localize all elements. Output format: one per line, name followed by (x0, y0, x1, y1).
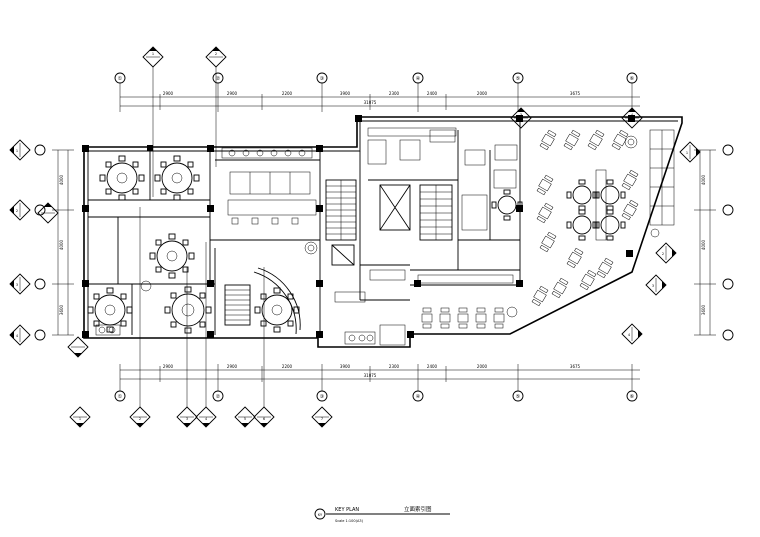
bottom-elev-6: 6 (263, 417, 265, 421)
bottom-overall-dim: 31075 (364, 373, 377, 378)
right-elev-3: 3 (652, 284, 654, 288)
bottom-elev-7: 7 (321, 417, 323, 421)
left-dim-2: 4000 (59, 239, 64, 250)
left-dimension-line (52, 149, 74, 336)
top-dim-2: 2900 (227, 91, 238, 96)
left-elev-2: 2 (16, 209, 18, 213)
right-dim-2: 4000 (701, 239, 706, 250)
top-axis-3: ③ (320, 76, 324, 82)
right-dim-3: 3600 (701, 304, 706, 315)
bottom-dim-5: 2300 (389, 364, 400, 369)
title-key-plan: KEY PLAN (335, 507, 359, 513)
bottom-axis-6: ⑥ (630, 394, 635, 400)
left-dim-3: 3600 (59, 304, 64, 315)
bottom-dim-2: 2900 (227, 364, 238, 369)
title-chinese: 立面索引图 (404, 505, 432, 513)
title-scale: Scale 1:100(A3) (335, 519, 364, 523)
bottom-dim-6: 2400 (427, 364, 438, 369)
top-axis-2: ② (216, 76, 221, 82)
bottom-elev-2: 2 (139, 417, 141, 421)
top-axis-4: ④ (416, 76, 421, 82)
top-dim-3: 2200 (282, 91, 293, 96)
top-dim-4: 3900 (340, 91, 351, 96)
bottom-elev-5: 5 (244, 417, 246, 421)
bottom-elevation-markers (67, 207, 333, 428)
left-elev-4: 4 (16, 334, 19, 338)
bottom-dimension-line (119, 364, 640, 386)
bottom-dim-4: 3900 (340, 364, 351, 369)
office-workstations (221, 147, 317, 225)
restroom-fixtures (95, 324, 406, 346)
planters (140, 135, 660, 318)
elevator-shafts (331, 184, 411, 266)
right-dim-1: 4000 (701, 174, 706, 185)
top-axis-bubbles (114, 72, 638, 90)
top-dim-7: 2000 (477, 91, 488, 96)
bottom-elev-1: 1 (79, 417, 81, 421)
bottom-elev-4: 4 (205, 417, 208, 421)
bottom-axis-2: ② (216, 394, 221, 400)
left-elev-3: 3 (16, 283, 18, 287)
bottom-axis-5: ⑤ (516, 394, 520, 400)
right-elevation-markers (621, 141, 701, 345)
booth-seating (595, 129, 675, 241)
bottom-dim-7: 2000 (477, 364, 488, 369)
curved-partition (253, 267, 301, 335)
left-elevation-markers (9, 139, 59, 346)
structural-columns (82, 115, 635, 338)
top-elev-1: 1 (152, 52, 154, 56)
top-elev-2: 2 (215, 52, 217, 56)
right-elev-2: 2 (662, 252, 664, 256)
top-axis-6: ⑥ (630, 76, 635, 82)
left-dim-1: 4000 (59, 174, 64, 185)
key-plan-title-block (314, 508, 450, 520)
top-dim-1: 2900 (163, 91, 174, 96)
bottom-dim-1: 2900 (163, 364, 174, 369)
building-outline (83, 116, 683, 348)
right-axis-bubbles (722, 144, 734, 341)
top-axis-5: ⑤ (516, 76, 520, 82)
dining-hall-tables (531, 129, 639, 307)
bottom-axis-3: ③ (320, 394, 324, 400)
title-symbol: KY (318, 513, 323, 517)
top-dim-8: 3675 (570, 91, 581, 96)
bottom-axis-4: ④ (416, 394, 421, 400)
stairwell (224, 179, 453, 326)
right-elev-4: 4 (628, 333, 631, 337)
top-elevation-markers (142, 46, 643, 197)
top-dim-6: 2400 (427, 91, 438, 96)
bottom-elev-3: 3 (186, 417, 188, 421)
bottom-axis-1: ① (118, 394, 123, 400)
top-dim-5: 2300 (389, 91, 400, 96)
bottom-axis-bubbles (114, 386, 638, 402)
top-dimension-line (119, 90, 640, 112)
bottom-dim-3: 2200 (282, 364, 293, 369)
left-elev-1: 1 (16, 149, 18, 153)
bottom-dim-8: 3675 (570, 364, 581, 369)
top-axis-1: ① (118, 76, 123, 82)
left-axis-bubbles (34, 144, 46, 341)
right-elev-1: 1 (686, 151, 688, 155)
square-dining-tables (421, 307, 505, 329)
kitchen-counters (334, 127, 518, 303)
top-overall-dim: 31075 (364, 100, 377, 105)
